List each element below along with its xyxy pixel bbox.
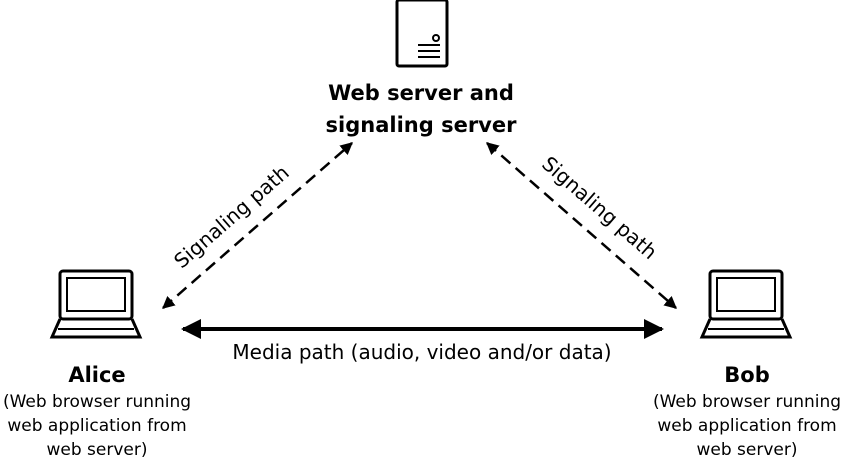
alice-laptop-icon [49, 269, 143, 339]
server-icon [395, 0, 449, 68]
alice-desc-line3: web server) [46, 440, 147, 460]
server-title-line2: signaling server [326, 113, 518, 137]
server-title-line1: Web server and [328, 81, 514, 105]
bob-laptop-icon [699, 269, 793, 339]
signaling-path-left-arrow [162, 142, 353, 309]
signaling-path-left-label: Signaling path [169, 160, 294, 273]
bob-name: Bob [724, 363, 769, 387]
bob-desc-line3: web server) [696, 440, 797, 460]
alice-desc-line2: web application from [7, 416, 186, 436]
bob-desc-line1: (Web browser running [653, 392, 841, 412]
signaling-path-right-arrow [486, 142, 677, 309]
media-path-label: Media path (audio, video and/or data) [232, 340, 611, 364]
alice-name: Alice [68, 363, 125, 387]
bob-desc-line2: web application from [657, 416, 836, 436]
signaling-path-right-label: Signaling path [537, 151, 662, 264]
alice-desc-line1: (Web browser running [3, 392, 191, 412]
